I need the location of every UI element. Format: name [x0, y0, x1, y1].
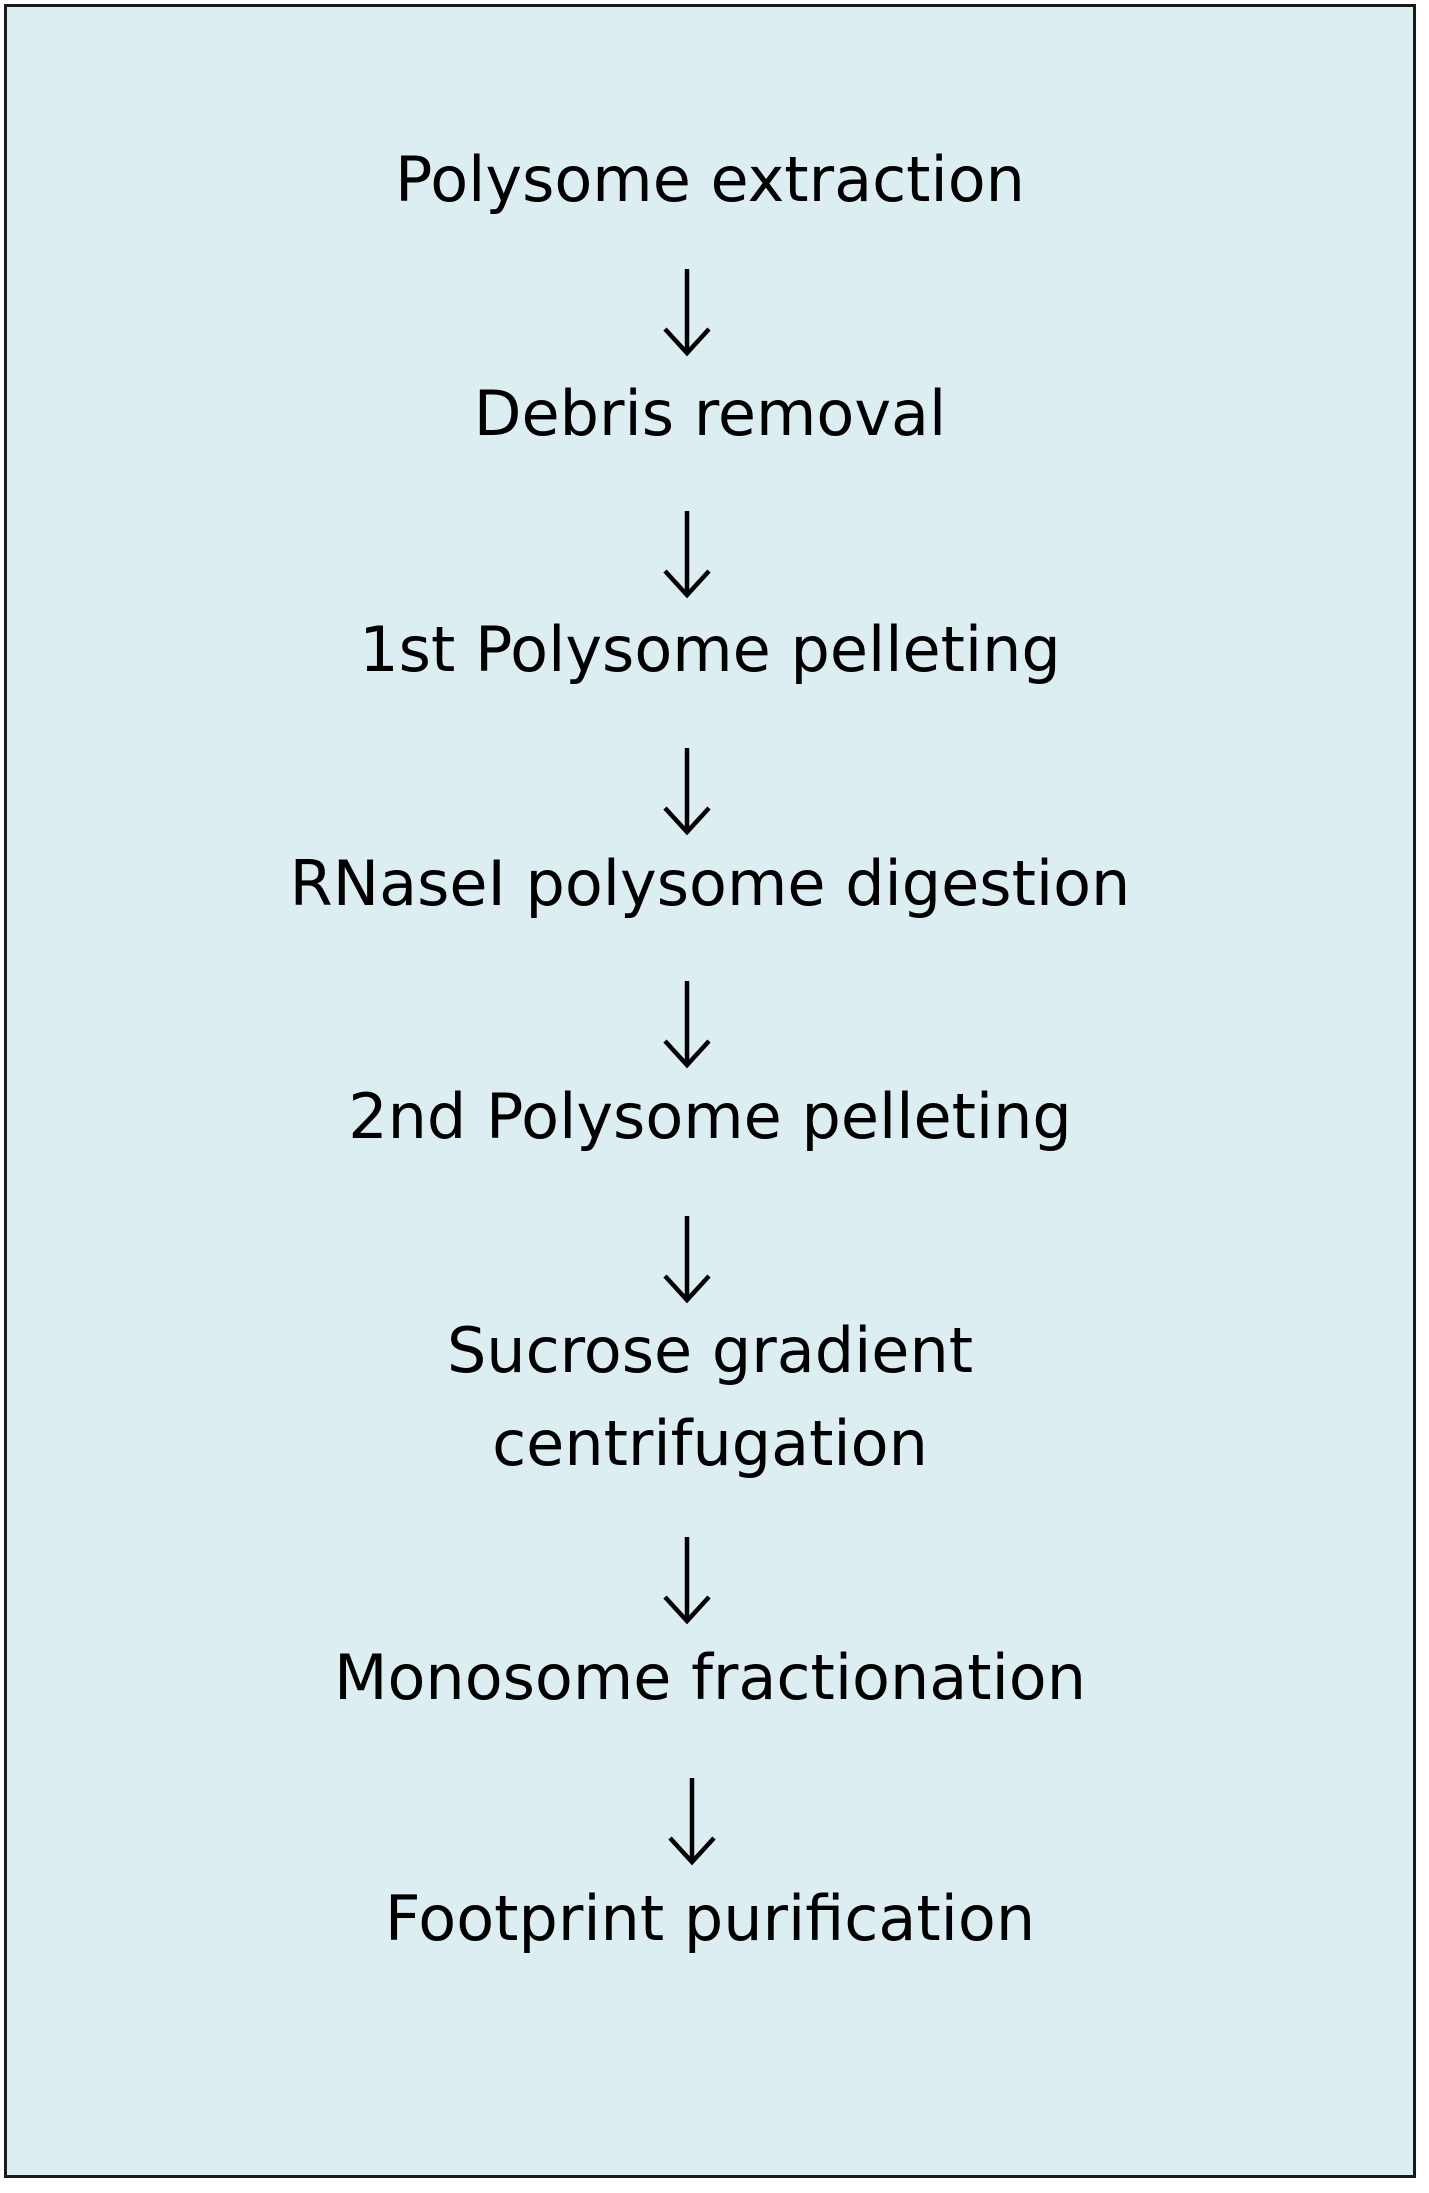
step-footprint-purification: Footprint purification	[384, 1882, 1036, 1955]
down-arrow-icon	[662, 1774, 722, 1870]
down-arrow-icon	[657, 507, 717, 603]
step-second-polysome-pelleting: 2nd Polysome pelleting	[348, 1080, 1072, 1153]
down-arrow-icon	[657, 1533, 717, 1629]
flowchart-panel: Polysome extraction Debris removal 1st P…	[4, 4, 1416, 2178]
down-arrow-icon	[657, 1212, 717, 1308]
step-centrifugation: centrifugation	[492, 1407, 928, 1480]
step-monosome-fractionation: Monosome fractionation	[333, 1641, 1087, 1714]
step-rnasei-polysome-digestion: RNaseI polysome digestion	[289, 847, 1131, 920]
step-sucrose-gradient: Sucrose gradient	[446, 1314, 974, 1387]
down-arrow-icon	[657, 977, 717, 1073]
step-polysome-extraction: Polysome extraction	[395, 143, 1025, 216]
down-arrow-icon	[657, 744, 717, 840]
down-arrow-icon	[657, 265, 717, 361]
step-first-polysome-pelleting: 1st Polysome pelleting	[359, 613, 1061, 686]
step-debris-removal: Debris removal	[473, 377, 947, 450]
